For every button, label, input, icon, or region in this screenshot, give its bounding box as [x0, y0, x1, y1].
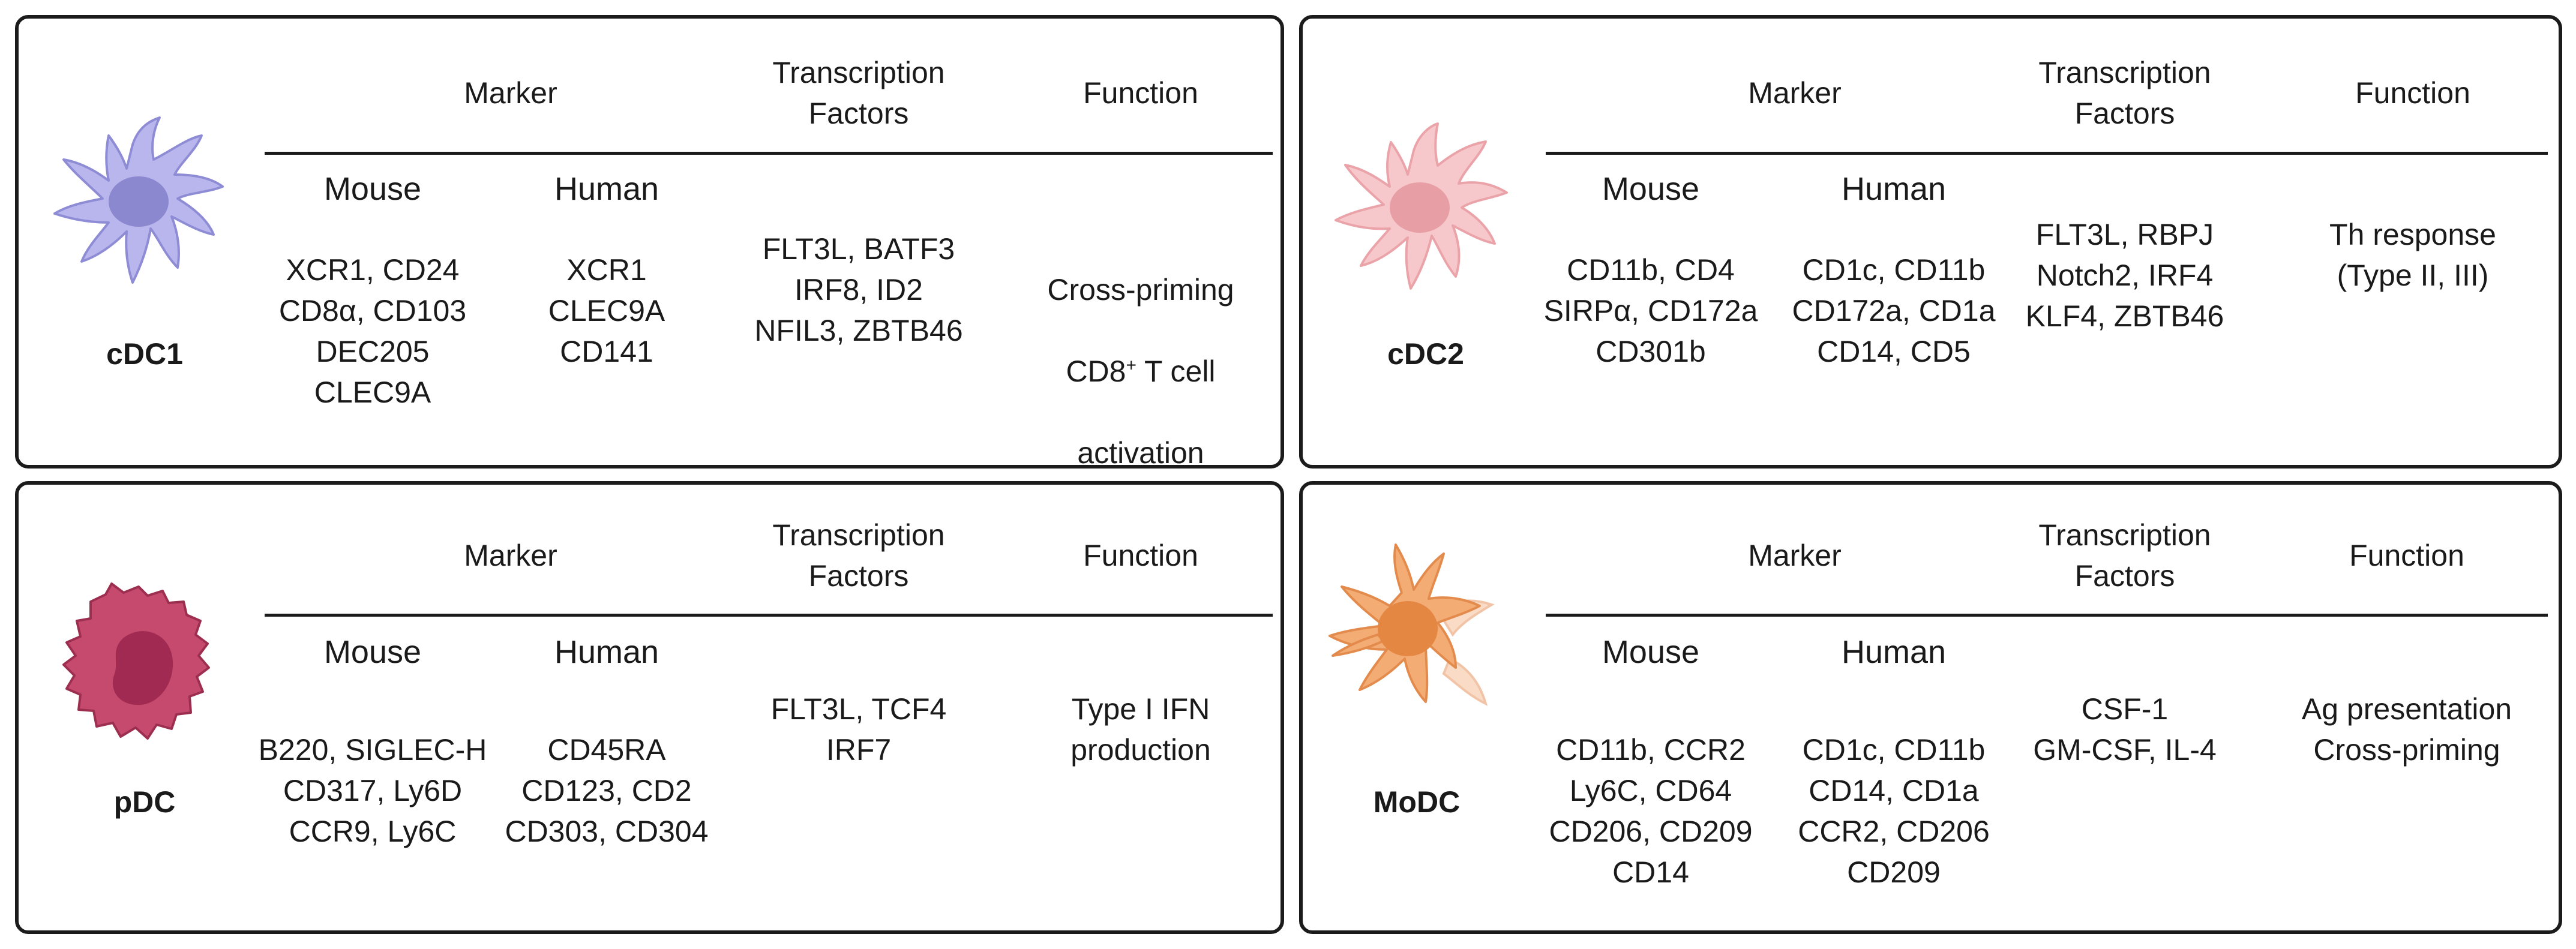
human-header: Human — [554, 634, 659, 670]
tf-header: Transcription Factors — [2038, 518, 2211, 593]
function-tcell: T cell — [1136, 355, 1216, 388]
mouse-markers: CD11b, CD4 SIRPα, CD172a CD301b — [1543, 253, 1758, 368]
function-text: Th response (Type II, III) — [2329, 218, 2496, 292]
tf-header: Transcription Factors — [772, 56, 945, 130]
panel-pdc: pDC Marker Transcription Factors Functio… — [15, 481, 1284, 934]
function-cd8: CD8 — [1066, 355, 1126, 388]
header-rule — [1546, 614, 2548, 617]
transcription-factors: FLT3L, BATF3 IRF8, ID2 NFIL3, ZBTB46 — [754, 232, 963, 347]
mouse-header: Mouse — [1602, 171, 1700, 207]
marker-header: Marker — [1748, 539, 1842, 572]
header-rule — [265, 614, 1273, 617]
pdc-cell-icon — [34, 566, 238, 764]
human-header: Human — [1841, 634, 1947, 670]
mouse-header: Mouse — [323, 634, 422, 670]
transcription-factors: FLT3L, RBPJ Notch2, IRF4 KLF4, ZBTB46 — [2025, 218, 2224, 333]
function-text: Type I IFN production — [1070, 692, 1211, 767]
header-rule — [265, 152, 1273, 155]
human-markers: CD45RA CD123, CD2 CD303, CD304 — [505, 733, 709, 848]
tf-header: Transcription Factors — [2038, 56, 2211, 130]
cdc2-cell-icon — [1312, 109, 1516, 307]
function-header: Function — [1083, 76, 1198, 110]
panel-cdc1: cDC1 Marker Transcription Factors Functi… — [15, 15, 1284, 470]
human-markers: CD1c, CD11b CD14, CD1a CCR2, CD206 CD209 — [1798, 733, 1990, 889]
function-line: CD8+ T cell — [1015, 351, 1267, 392]
cell-type-label: MoDC — [1373, 785, 1461, 819]
transcription-factors: FLT3L, TCF4 IRF7 — [770, 692, 947, 767]
mouse-header: Mouse — [323, 171, 422, 207]
modc-cell-icon — [1312, 539, 1516, 737]
panel-cdc2: cDC2 Marker Transcription Factors Functi… — [1299, 15, 2562, 469]
marker-header: Marker — [1748, 76, 1842, 110]
human-markers: XCR1 CLEC9A CD141 — [548, 253, 665, 368]
cdc1-cell-icon — [31, 103, 235, 301]
human-header: Human — [554, 171, 659, 207]
cell-type-label: cDC2 — [1387, 337, 1464, 371]
mouse-header: Mouse — [1602, 634, 1700, 670]
panel-modc: MoDC Marker Transcription Factors Functi… — [1299, 481, 2562, 934]
marker-header: Marker — [464, 539, 557, 572]
mouse-markers: B220, SIGLEC-H CD317, Ly6D CCR9, Ly6C — [258, 733, 487, 848]
function-header: Function — [2355, 76, 2470, 110]
human-markers: CD1c, CD11b CD172a, CD1a CD14, CD5 — [1792, 253, 1996, 368]
cell-type-label: cDC1 — [106, 337, 183, 371]
transcription-factors: CSF-1 GM-CSF, IL-4 — [2033, 692, 2217, 767]
mouse-markers: CD11b, CCR2 Ly6C, CD64 CD206, CD209 CD14 — [1549, 733, 1753, 889]
function-text: Ag presentation Cross-priming — [2301, 692, 2512, 767]
marker-header: Marker — [464, 76, 557, 110]
function-header: Function — [1083, 539, 1198, 572]
superscript-plus: + — [1126, 355, 1136, 376]
function-line: Cross-priming — [1047, 273, 1234, 307]
function-text: Cross-priming CD8+ T cell activation — [1015, 229, 1267, 514]
header-rule — [1546, 152, 2548, 155]
tf-header: Transcription Factors — [772, 518, 945, 593]
cell-type-label: pDC — [113, 785, 176, 819]
human-header: Human — [1841, 171, 1947, 207]
function-line: activation — [1077, 436, 1204, 470]
function-header: Function — [2349, 539, 2464, 572]
mouse-markers: XCR1, CD24 CD8α, CD103 DEC205 CLEC9A — [278, 253, 467, 409]
